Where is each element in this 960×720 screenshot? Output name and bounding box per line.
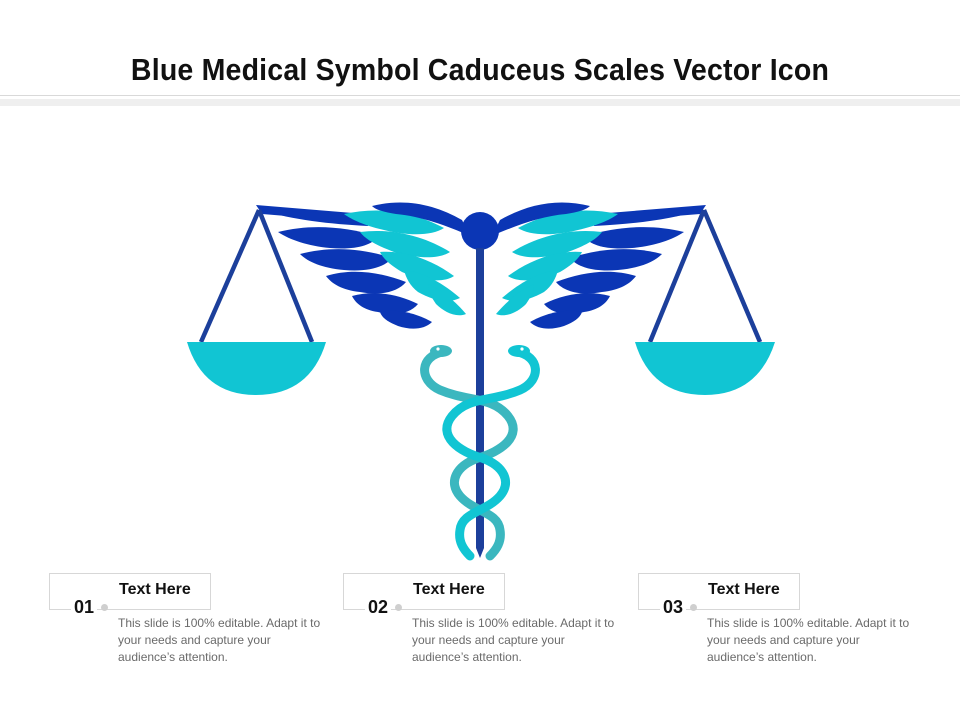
title-divider-band [0,99,960,106]
right-wing-icon [492,202,700,329]
snakes-icon [420,345,540,561]
item-number: 02 [365,597,392,618]
item-heading: Text Here [708,581,780,598]
item-description: This slide is 100% editable. Adapt it to… [412,616,615,664]
slide-title: Blue Medical Symbol Caduceus Scales Vect… [130,52,830,87]
item-01: 01 Text Here This slide is 100% editable… [49,573,329,693]
item-number: 03 [660,597,687,618]
item-dot [690,604,697,611]
item-heading: Text Here [413,581,485,598]
title-divider [0,95,960,96]
item-heading: Text Here [119,581,191,598]
left-wing-icon [262,202,470,329]
item-description: This slide is 100% editable. Adapt it to… [707,616,910,664]
item-number: 01 [71,597,98,618]
item-03: 03 Text Here This slide is 100% editable… [638,573,918,693]
item-dot [395,604,402,611]
item-description: This slide is 100% editable. Adapt it to… [118,616,321,664]
item-dot [101,604,108,611]
item-02: 02 Text Here This slide is 100% editable… [343,573,623,693]
